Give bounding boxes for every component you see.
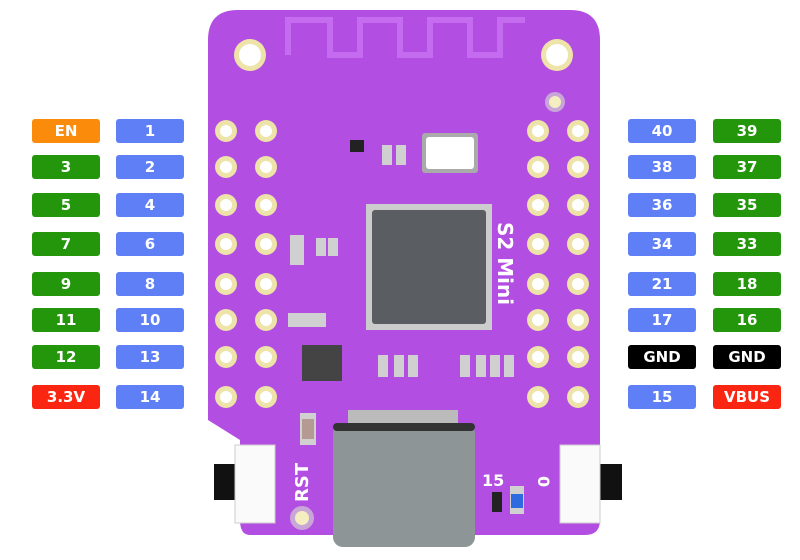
usb-c-connector[interactable] bbox=[333, 423, 475, 547]
header-hole bbox=[220, 199, 232, 211]
antenna-trace bbox=[285, 17, 525, 58]
pin-label: 9 bbox=[32, 272, 100, 296]
pin-label: 14 bbox=[116, 385, 184, 409]
header-hole bbox=[220, 391, 232, 403]
pin-label: 11 bbox=[32, 308, 100, 332]
header-hole bbox=[260, 238, 272, 250]
pin-label: 37 bbox=[713, 155, 781, 179]
pin-label: GND bbox=[713, 345, 781, 369]
boot-button[interactable] bbox=[559, 444, 601, 524]
header-hole bbox=[532, 238, 544, 250]
header-hole bbox=[532, 351, 544, 363]
header-hole bbox=[260, 391, 272, 403]
header-hole bbox=[260, 161, 272, 173]
pin-label: 2 bbox=[116, 155, 184, 179]
mounting-holes bbox=[234, 39, 573, 530]
header-hole bbox=[532, 314, 544, 326]
header-hole bbox=[532, 278, 544, 290]
model-silkscreen: S2 Mini bbox=[493, 222, 517, 305]
pin-label: VBUS bbox=[713, 385, 781, 409]
usb-pads bbox=[348, 410, 458, 424]
esp32-s2-chip bbox=[372, 210, 486, 324]
header-pads bbox=[215, 120, 589, 408]
reset-button[interactable] bbox=[234, 444, 276, 524]
pin-label: 21 bbox=[628, 272, 696, 296]
pin-label: 8 bbox=[116, 272, 184, 296]
header-hole bbox=[220, 314, 232, 326]
pin-label: 17 bbox=[628, 308, 696, 332]
header-hole bbox=[572, 125, 584, 137]
header-hole bbox=[572, 314, 584, 326]
crystal bbox=[426, 137, 474, 169]
header-hole bbox=[220, 238, 232, 250]
header-hole bbox=[220, 278, 232, 290]
pin-label: 15 bbox=[628, 385, 696, 409]
header-hole bbox=[532, 161, 544, 173]
header-hole bbox=[220, 351, 232, 363]
header-hole bbox=[260, 351, 272, 363]
pin-label: 35 bbox=[713, 193, 781, 217]
header-hole bbox=[572, 391, 584, 403]
pin-label: 40 bbox=[628, 119, 696, 143]
header-hole bbox=[532, 125, 544, 137]
pin-label: 18 bbox=[713, 272, 781, 296]
header-hole bbox=[532, 199, 544, 211]
pin-label: 4 bbox=[116, 193, 184, 217]
pin-label: 3.3V bbox=[32, 385, 100, 409]
header-hole bbox=[572, 278, 584, 290]
gpio0-silkscreen: 0 bbox=[534, 476, 553, 487]
reset-button-actuator bbox=[214, 464, 238, 500]
header-hole bbox=[572, 199, 584, 211]
header-hole bbox=[260, 199, 272, 211]
rst-silkscreen: RST bbox=[292, 462, 313, 502]
pin-label: 13 bbox=[116, 345, 184, 369]
header-hole bbox=[260, 125, 272, 137]
boot-button-actuator bbox=[598, 464, 622, 500]
header-hole bbox=[572, 351, 584, 363]
pin-label: 16 bbox=[713, 308, 781, 332]
pin-label: 12 bbox=[32, 345, 100, 369]
pin-label: 36 bbox=[628, 193, 696, 217]
header-hole bbox=[260, 278, 272, 290]
pin-label: 34 bbox=[628, 232, 696, 256]
pin-label: 5 bbox=[32, 193, 100, 217]
gpio15-silkscreen: 15 bbox=[482, 471, 504, 490]
pin-label: 39 bbox=[713, 119, 781, 143]
pin-label: 38 bbox=[628, 155, 696, 179]
pin-label: 6 bbox=[116, 232, 184, 256]
pin-label: 1 bbox=[116, 119, 184, 143]
header-hole bbox=[532, 391, 544, 403]
pin-label: 10 bbox=[116, 308, 184, 332]
header-hole bbox=[572, 238, 584, 250]
pin-label: 33 bbox=[713, 232, 781, 256]
pin-label: EN bbox=[32, 119, 100, 143]
header-hole bbox=[220, 125, 232, 137]
pin-label: 7 bbox=[32, 232, 100, 256]
pin-label: GND bbox=[628, 345, 696, 369]
smd-components bbox=[288, 140, 524, 514]
header-hole bbox=[572, 161, 584, 173]
pin-label: 3 bbox=[32, 155, 100, 179]
header-hole bbox=[260, 314, 272, 326]
header-hole bbox=[220, 161, 232, 173]
